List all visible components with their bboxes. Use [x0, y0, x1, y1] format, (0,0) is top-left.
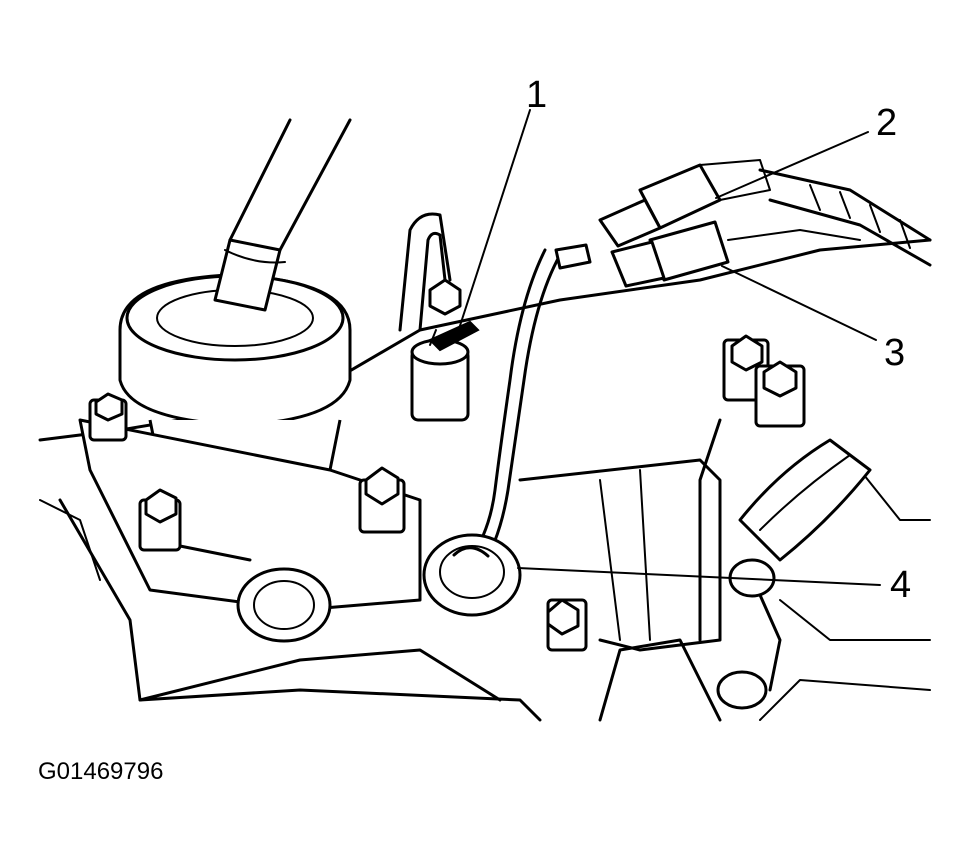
leader-line-3 [721, 265, 877, 341]
intake-flange [78, 418, 422, 643]
bolt-top-center [428, 278, 462, 316]
leader-line-1 [455, 109, 531, 339]
bolt-left-upper [88, 392, 128, 442]
bolt-center [358, 466, 406, 534]
callout-2: 2 [876, 102, 898, 144]
leader-line-2 [715, 131, 869, 199]
bolt-left-lower [138, 488, 182, 552]
sensor-4 [422, 533, 522, 617]
sensor-wire [468, 243, 592, 572]
sensor-1 [410, 320, 480, 422]
callout-3: 3 [884, 332, 906, 374]
egr-valve [118, 273, 352, 502]
bolts [88, 278, 806, 652]
connector-2 [598, 159, 771, 248]
callout-4: 4 [890, 564, 912, 606]
throttle-body [518, 458, 722, 652]
right-fitting [716, 438, 872, 710]
connector-3 [610, 220, 861, 288]
leader-line-4 [517, 567, 881, 586]
callout-1: 1 [526, 74, 548, 116]
figure-id: G01469796 [38, 758, 164, 785]
bolt-lower-middle [546, 598, 588, 652]
leader-lines [455, 109, 881, 586]
bolt-right-2 [754, 360, 806, 428]
vacuum-hose [213, 118, 352, 312]
metal-tube [398, 212, 452, 332]
wiring-harness [758, 168, 932, 267]
